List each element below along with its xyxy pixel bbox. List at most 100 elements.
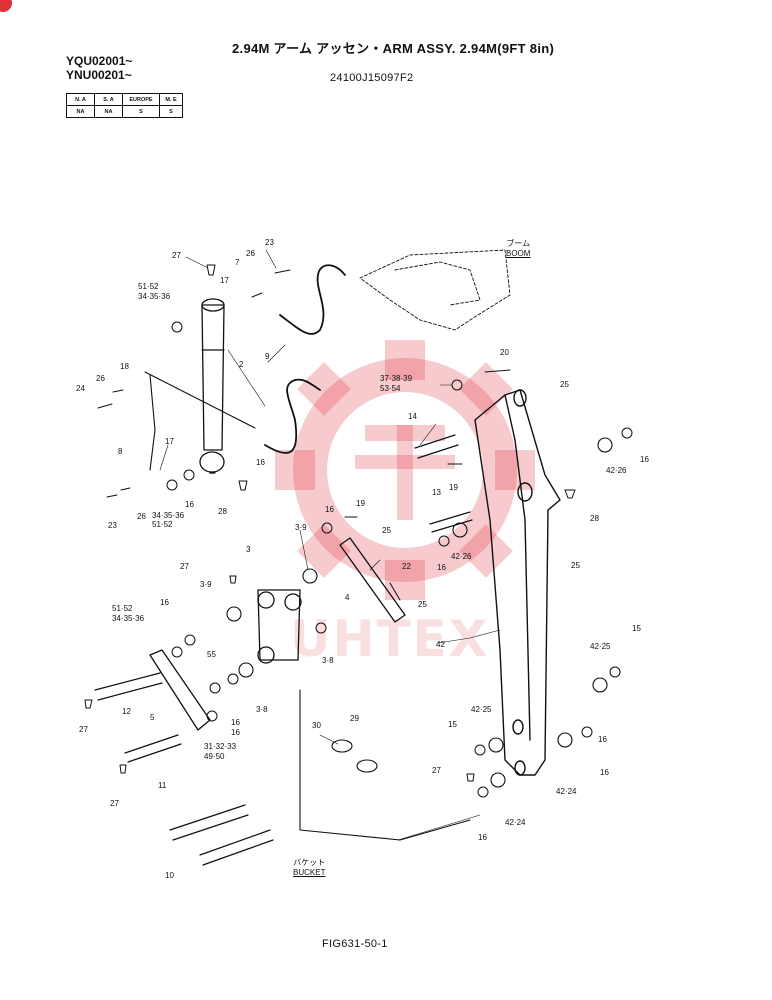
callout: 27 <box>432 766 441 775</box>
callout: 8 <box>118 447 123 456</box>
callout: 3·8 <box>256 705 268 714</box>
hose-clamp <box>149 374 156 471</box>
assembly-part-number: 24100J15097F2 <box>330 72 414 84</box>
callout: 16 <box>478 833 487 842</box>
callout: 42·24 <box>505 818 526 827</box>
callout: 16 <box>437 563 446 572</box>
callout: 16 <box>185 500 194 509</box>
spec-value: S <box>159 105 183 118</box>
callout: 17 <box>220 276 229 285</box>
callout: 25 <box>560 380 569 389</box>
callout: 37·38·39 <box>380 374 413 383</box>
callout: 19 <box>449 483 458 492</box>
pipe <box>144 371 256 429</box>
callout: 30 <box>312 721 321 730</box>
page-title: 2.94M アーム アッセン・ARM ASSY. 2.94M(9FT 8in) <box>232 41 555 56</box>
spec-value: NA <box>66 105 95 118</box>
seals <box>331 739 378 773</box>
callout: 16 <box>231 728 240 737</box>
callout: 7 <box>235 258 240 267</box>
callout: 51·52 <box>138 282 159 291</box>
callout: 42·25 <box>471 705 492 714</box>
callout: 22 <box>402 562 411 571</box>
callout: 16 <box>160 598 169 607</box>
boom-outline <box>359 249 511 331</box>
callout: 19 <box>356 499 365 508</box>
callout: 16 <box>231 718 240 727</box>
callout: 16 <box>640 455 649 464</box>
callout: 15 <box>448 720 457 729</box>
callout: 34·35·36 <box>152 511 185 520</box>
bucket-reference-label: バケット BUCKET <box>293 858 325 878</box>
corner-badge <box>0 0 12 12</box>
boom-label-en: BOOM <box>506 249 531 258</box>
serial-range-2: YNU00201~ <box>66 68 132 82</box>
callout: 55 <box>207 650 216 659</box>
callout: 16 <box>325 505 334 514</box>
callout: 26 <box>137 512 146 521</box>
callout: 11 <box>158 781 167 790</box>
callout: 24 <box>76 384 85 393</box>
callout: 42·26 <box>451 552 472 561</box>
region-spec-table: N. A S. A EUROPE M. E NA NA S S <box>66 93 183 118</box>
hydraulic-hoses <box>264 264 346 454</box>
callout: 31·32·33 <box>204 742 237 751</box>
callout: 15 <box>632 624 641 633</box>
callout: 25 <box>382 526 391 535</box>
callout: 16 <box>600 768 609 777</box>
callout: 23 <box>108 521 117 530</box>
callout: 26 <box>96 374 105 383</box>
callout: 23 <box>265 238 274 247</box>
callout: 3·9 <box>200 580 212 589</box>
callout: 34·35·36 <box>112 614 145 623</box>
callout: 42·26 <box>606 466 627 475</box>
figure-number: FIG631-50-1 <box>322 938 388 950</box>
callout: 51·52 <box>112 604 133 613</box>
callout: 2 <box>239 360 244 369</box>
bucket-label-en: BUCKET <box>293 868 326 877</box>
callout: 27 <box>172 251 181 260</box>
callout: 42·25 <box>590 642 611 651</box>
pins <box>94 434 473 866</box>
callout: 10 <box>165 871 174 880</box>
callout: 16 <box>256 458 265 467</box>
arm-body <box>474 389 561 776</box>
callout: 5 <box>150 713 155 722</box>
callout: 34·35·36 <box>138 292 171 301</box>
washers <box>166 321 633 798</box>
callout: 53·54 <box>380 384 401 393</box>
callout: 49·50 <box>204 752 225 761</box>
callout: 27 <box>79 725 88 734</box>
callout: 27 <box>180 562 189 571</box>
bolts <box>97 269 511 601</box>
callout: 4 <box>345 593 350 602</box>
callout: 29 <box>350 714 359 723</box>
callout: 13 <box>432 488 441 497</box>
callout: 18 <box>120 362 129 371</box>
callout: 16 <box>598 735 607 744</box>
grease-fittings <box>84 264 576 782</box>
callout: 51·52 <box>152 520 173 529</box>
callout: 28 <box>218 507 227 516</box>
callout: 3·9 <box>295 523 307 532</box>
leader-lines <box>159 249 501 841</box>
callout: 17 <box>165 437 174 446</box>
callout: 27 <box>110 799 119 808</box>
guide-link <box>257 589 302 664</box>
callout: 28 <box>590 514 599 523</box>
callout: 12 <box>122 707 131 716</box>
bushings <box>226 437 613 788</box>
callout: 20 <box>500 348 509 357</box>
callout: 25 <box>418 600 427 609</box>
callout: 3·8 <box>322 656 334 665</box>
spec-value: NA <box>94 105 123 118</box>
boom-reference-label: ブーム BOOM <box>506 239 530 259</box>
arm-link <box>149 537 406 731</box>
watermark-text: UHTEX <box>290 610 490 668</box>
bucket-label-jp: バケット <box>293 858 326 867</box>
callout: 25 <box>571 561 580 570</box>
boom-label-jp: ブーム <box>506 239 531 248</box>
callout: 26 <box>246 249 255 258</box>
